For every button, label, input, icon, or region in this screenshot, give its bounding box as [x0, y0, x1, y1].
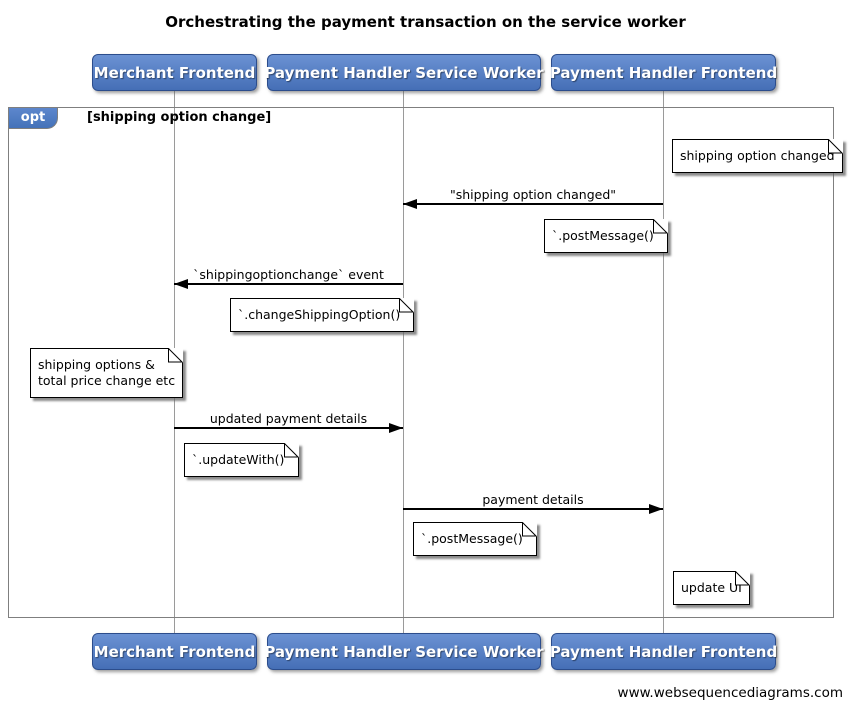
actor-box-payment-handler-service-worker-bottom: Payment Handler Service Worker [264, 633, 544, 670]
watermark-url: www.websequencediagrams.com [617, 685, 843, 701]
message-label: "shipping option changed" [449, 187, 616, 202]
actor-box-payment-handler-service-worker-top: Payment Handler Service Worker [264, 54, 544, 91]
lifeline-payment-handler-frontend [663, 91, 664, 633]
opt-frame-tab: opt [9, 108, 58, 129]
actor-box-merchant-frontend-top: Merchant Frontend [92, 54, 257, 91]
note-updatewith: `.updateWith()` [184, 443, 299, 477]
note-text: `.postMessage()` [421, 531, 530, 546]
opt-frame: opt [shipping option change] [8, 107, 834, 618]
note-text-line-1: shipping options & [38, 357, 155, 372]
note-fold-icon [653, 219, 669, 234]
note-fold-icon [827, 139, 843, 154]
message-label: payment details [482, 492, 584, 507]
actor-box-merchant-frontend-bottom: Merchant Frontend [92, 633, 257, 670]
note-text: update UI [681, 580, 742, 595]
note-fold-icon [399, 298, 415, 313]
message-label: updated payment details [209, 411, 368, 426]
note-text: `.changeShippingOption()` [238, 307, 407, 322]
note-text-line-2: total price change etc [38, 373, 176, 388]
note-changeshippingoption: `.changeShippingOption()` [230, 298, 415, 332]
actor-box-payment-handler-frontend-top: Payment Handler Frontend [550, 54, 777, 91]
note-shipping-options-total-price: shipping options & total price change et… [30, 348, 184, 398]
arrowhead-right-icon [649, 504, 663, 514]
message-payment-details: payment details [403, 492, 663, 514]
page-title: Orchestrating the payment transaction on… [165, 13, 686, 31]
note-update-ui: update UI [673, 571, 750, 605]
opt-frame-condition: [shipping option change] [87, 110, 272, 125]
message-label: `shippingoptionchange` event [193, 267, 384, 282]
message-shipping-option-changed: "shipping option changed" [403, 187, 663, 209]
message-shippingoptionchange-event: `shippingoptionchange` event [174, 267, 403, 289]
note-fold-icon [734, 571, 750, 586]
note-text: `.updateWith()` [192, 452, 291, 467]
lifeline-payment-handler-service-worker [403, 91, 404, 633]
message-updated-payment-details: updated payment details [174, 411, 403, 433]
arrowhead-left-icon [174, 279, 188, 289]
arrowhead-right-icon [389, 423, 403, 433]
actor-box-payment-handler-frontend-bottom: Payment Handler Frontend [550, 633, 777, 670]
arrowhead-left-icon [403, 199, 417, 209]
note-fold-icon [168, 348, 184, 363]
note-fold-icon [283, 443, 299, 458]
note-text: shipping option changed [680, 148, 835, 163]
note-shipping-option-changed: shipping option changed [672, 139, 843, 173]
note-postmessage-1: `.postMessage()` [544, 219, 669, 253]
note-postmessage-2: `.postMessage()` [413, 522, 538, 556]
note-text: `.postMessage()` [552, 228, 661, 243]
note-fold-icon [522, 522, 538, 537]
